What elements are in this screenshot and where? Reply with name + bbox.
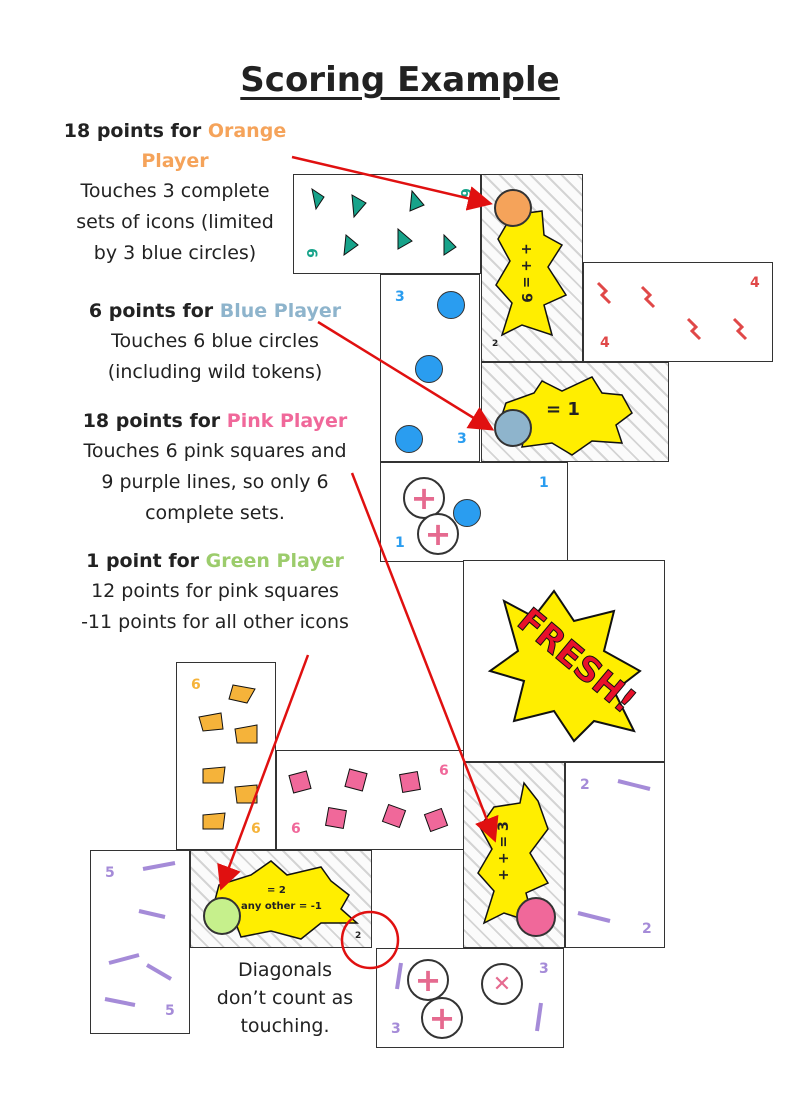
purple-lines-icon-3 [395,962,543,1032]
blue-circle-icon-4 [453,499,481,527]
purple-num-1: 2 [580,777,590,793]
green-player-block: 1 point for Green Player 12 points for p… [55,546,375,638]
card-fresh: FRESH! [463,560,665,762]
wild-num-1: 1 [539,475,549,491]
pink-name: Pink Player [226,410,348,432]
diagonal-note-1: Diagonals [237,959,333,981]
purple-lines-icon-2 [104,861,176,1007]
orange-name: Orange [207,120,287,142]
orange-desc-2: sets of icons (limited [76,211,274,233]
purple-num-2: 2 [642,921,652,937]
green-card-num: 2 [355,931,362,941]
wild-token-icon-4: + [421,997,463,1039]
green-score-line-1: = 2 [267,885,286,896]
card-blue-circles: 3 3 [380,274,480,462]
blue-num-1: 3 [395,289,405,305]
wild-token-icon-5: ✕ [481,963,523,1005]
orange-shapes-num-1: 6 [191,677,201,693]
blue-circle-icon-3 [395,425,423,453]
blue-points: 6 points for [88,300,220,322]
wild-token-icon: + [403,477,445,519]
pink-desc-2: 9 purple lines, so only 6 [101,471,329,493]
card-pink-squares: 6 6 [276,750,464,850]
green-score-line-2: any other = -1 [241,901,322,912]
arrow-blue [317,320,495,431]
burst-icon [495,210,568,337]
bottom-num-1: 3 [539,961,549,977]
orange-shapes-num-2: 6 [251,821,261,837]
arrow-green [217,654,310,891]
card-orange-shapes: 6 6 [176,662,276,850]
pink-token [516,897,556,937]
diagonal-note: Diagonals don’t count as touching. [200,956,370,1040]
orange-desc-1: Touches 3 complete [80,180,270,202]
orange-name-2: Player [141,150,209,172]
pink-points: 18 points for [82,410,227,432]
card-orange-score: + + = 9 2 [481,174,583,362]
orange-player-block: 18 points for Orange Player Touches 3 co… [45,116,305,269]
orange-points: 18 points for [63,120,208,142]
pink-squares-icon [288,768,449,833]
pink-num-2: 6 [291,821,301,837]
red-num-1: 4 [750,275,760,291]
card-bottom-wild: + + ✕ 3 3 [376,948,564,1048]
left-purple-num-2: 5 [165,1003,175,1019]
orange-heading: 18 points for Orange Player [45,116,305,176]
green-shapes-icon [311,187,457,257]
green-heading: 1 point for Green Player [55,546,375,576]
orange-token [494,189,532,227]
arrow-pink [350,472,499,843]
wild-token-icon-2: + [417,513,459,555]
blue-score-text: = 1 [546,399,580,420]
card-pink-score: + + = 3 [463,762,565,948]
blue-heading: 6 points for Blue Player [65,296,365,326]
diagonal-highlight-circle [340,910,400,970]
card-red-zigzags: 4 4 [583,262,773,362]
pink-player-block: 18 points for Pink Player Touches 6 pink… [55,406,375,529]
card-blue-score: = 1 [481,362,669,462]
pink-num-1: 6 [439,763,449,779]
orange-shapes-icon [198,684,258,830]
bottom-num-2: 3 [391,1021,401,1037]
orange-card-num: 2 [492,339,499,349]
card-green-shapes: 6 6 [293,174,481,274]
green-desc-1: 12 points for pink squares [91,580,339,602]
blue-num-2: 3 [457,431,467,447]
zigzag-icon [596,281,748,341]
red-num-2: 4 [600,335,610,351]
green-desc-2: -11 points for all other icons [81,611,349,633]
orange-desc-3: by 3 blue circles) [93,242,257,264]
card-purple-lines: 2 2 [565,762,665,948]
pink-desc-3: complete sets. [145,502,285,524]
diagonal-note-3: touching. [240,1015,330,1037]
blue-name: Blue Player [219,300,342,322]
wild-num-2: 1 [395,535,405,551]
blue-player-block: 6 points for Blue Player Touches 6 blue … [65,296,365,388]
blue-circle-icon [437,291,465,319]
burst-icon-4 [210,860,359,940]
purple-lines-icon [577,779,651,923]
wild-token-icon-3: + [407,959,449,1001]
green-points: 1 point for [86,550,206,572]
fresh-burst-icon [487,589,642,743]
blue-circle-icon-2 [415,355,443,383]
left-purple-num-1: 5 [105,865,115,881]
pink-desc-1: Touches 6 pink squares and [83,440,347,462]
arrow-orange [291,155,493,211]
green-name: Green Player [205,550,344,572]
blue-desc-1: Touches 6 blue circles [111,330,319,352]
blue-desc-2: (including wild tokens) [107,361,323,383]
card-wild-tokens: + + 1 1 [380,462,568,562]
pink-heading: 18 points for Pink Player [55,406,375,436]
blue-token [494,409,532,447]
page-title: Scoring Example [240,60,560,100]
card-left-purple: 5 5 [90,850,190,1034]
green-token [203,897,241,935]
diagonal-note-2: don’t count as [216,987,354,1009]
